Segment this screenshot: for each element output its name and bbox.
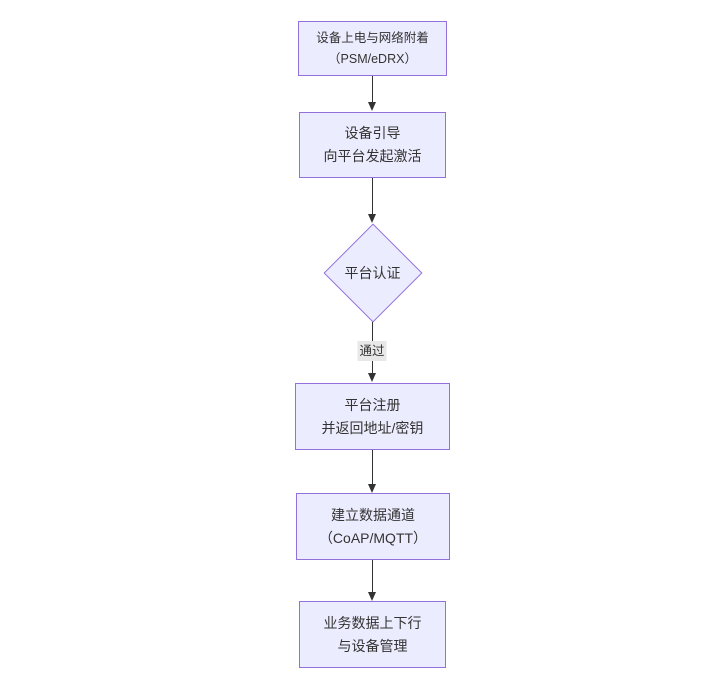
node-platform-authentication: 平台认证 [322, 223, 423, 322]
node-line: （CoAP/MQTT） [318, 529, 428, 546]
edge-arrow-d-e [368, 450, 377, 493]
node-business-data-device-management: 业务数据上下行 与设备管理 [299, 601, 446, 668]
edge-line [372, 450, 373, 485]
node-line: 并返回地址/密钥 [321, 419, 424, 436]
arrowhead-down-icon [368, 484, 376, 493]
edge-arrow-e-f [368, 560, 377, 601]
node-line: 业务数据上下行 [323, 614, 422, 631]
node-line: （PSM/eDRX） [328, 51, 417, 66]
node-line: 设备引导 [344, 125, 401, 141]
node-line: 平台注册 [344, 396, 401, 413]
edge-line [372, 76, 373, 103]
node-device-bootstrap: 设备引导 向平台发起激活 [299, 112, 446, 178]
arrowhead-down-icon [368, 373, 376, 382]
edge-arrow-b-c [368, 178, 377, 223]
node-power-on-network-attach: 设备上电与网络附着 （PSM/eDRX） [298, 21, 447, 76]
node-line: 平台认证 [344, 264, 401, 281]
node-line: 向平台发起激活 [323, 148, 422, 164]
arrowhead-down-icon [368, 214, 376, 223]
node-establish-data-channel: 建立数据通道 （CoAP/MQTT） [296, 493, 450, 560]
edge-label-pass: 通过 [357, 341, 387, 361]
edge-line [372, 178, 373, 215]
arrowhead-down-icon [368, 592, 376, 601]
node-line: 设备上电与网络附着 [316, 30, 429, 45]
node-platform-registration: 平台注册 并返回地址/密钥 [295, 383, 450, 450]
edge-arrow-a-b [368, 76, 377, 111]
node-line: 与设备管理 [337, 637, 408, 654]
arrowhead-down-icon [368, 102, 376, 111]
node-line: 建立数据通道 [331, 506, 415, 523]
edge-line [372, 560, 373, 593]
